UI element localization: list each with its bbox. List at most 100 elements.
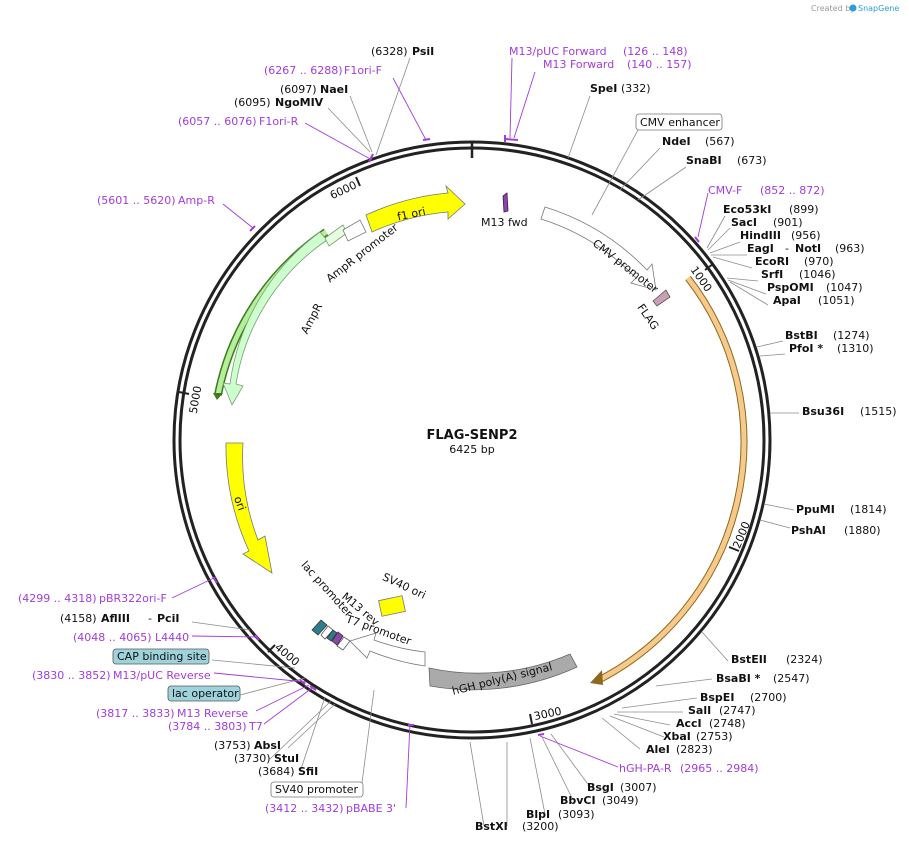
ampr-label: AmpR [298, 301, 325, 336]
primer-amp-r-coord: (5601 .. 5620) [97, 194, 176, 207]
site-bsu36i-coord: (1515) [860, 405, 897, 418]
flag-feature [652, 289, 671, 307]
primer-cmv-f-coord: (852 .. 872) [760, 184, 825, 197]
primer-leaders [171, 57, 709, 809]
primer-m13-rev-name: M13 Reverse [177, 707, 248, 720]
sv40promoter-arrow-feature [349, 632, 426, 667]
site-absi-coord: (3753) [214, 739, 251, 752]
site-ecori-coord: (970) [804, 255, 834, 268]
site-xbai-coord: (2753) [696, 730, 733, 743]
site-blpi-coord: (3093) [558, 808, 595, 821]
primer-t7-name: T7 [248, 720, 263, 733]
primer-m13puc-fwd-name: M13/pUC Forward [509, 45, 607, 58]
site-ppumi-coord: (1814) [850, 503, 887, 516]
primer-pbabe3-coord: (3412 .. 3432) [265, 802, 344, 815]
site-alei-name: AleI [646, 743, 670, 756]
site-eco53ki-coord: (899) [789, 203, 819, 216]
primer-pbabe3-name: pBABE 3' [346, 802, 396, 815]
primer-amp-r-name: Amp-R [178, 194, 215, 207]
site-pcii-name: PciI [157, 612, 179, 625]
f1ori-label: f1 ori [396, 205, 427, 224]
cap-site-label: CAP binding site [117, 650, 207, 663]
site-sali-name: SalI [688, 704, 711, 717]
site-pshai-name: PshAI [791, 524, 826, 537]
m13fwd-feature [502, 192, 509, 213]
site-ndei-name: NdeI [662, 135, 691, 148]
sv40ori-feature [378, 595, 406, 617]
site-ngomiv-name: NgoMIV [275, 96, 324, 109]
site-snabi-coord: (673) [737, 154, 767, 167]
site-pspomi-name: PspOMI [767, 281, 814, 294]
site-ndei-coord: (567) [705, 135, 735, 148]
site-hindiii-coord: (956) [791, 229, 821, 242]
ampr-feature [222, 231, 328, 406]
primer-pbr322-coord: (4299 .. 4318) [18, 592, 97, 605]
primer-pbr322-name: pBR322ori-F [99, 592, 167, 605]
site-alei-coord: (2823) [676, 743, 713, 756]
primer-m13-fwd-coord: (140 .. 157) [627, 58, 692, 71]
cmv-promoter-feature [540, 206, 657, 291]
site-sfii-coord: (3684) [258, 765, 295, 778]
site-eagi-name: EagI [747, 242, 774, 255]
ampr-promoter-arrow [342, 219, 367, 242]
site-apai-name: ApaI [773, 294, 801, 307]
plasmid-size: 6425 bp [449, 443, 494, 456]
primer-m13puc-rev-coord: (3830 .. 3852) [32, 669, 111, 682]
primer-f1ori-f-coord: (6267 .. 6288) [264, 64, 343, 77]
primer-cmv-f-name: CMV-F [708, 184, 742, 197]
site-bsteii-name: BstEII [731, 653, 767, 666]
cap-site-box [112, 648, 210, 665]
sv40-promoter-box [270, 781, 364, 798]
site-stui-name: StuI [274, 752, 299, 765]
site-bspei-coord: (2700) [750, 691, 787, 704]
site-srfi-name: SrfI [761, 268, 783, 281]
site-pfoi-coord: (1310) [837, 342, 874, 355]
primer-marks [212, 135, 700, 736]
site-bsteii-coord: (2324) [786, 653, 823, 666]
tick-3000: 3000 [533, 705, 563, 724]
primer-f1ori-r-coord: (6057 .. 6076) [178, 115, 257, 128]
site-hindiii-name: HindIII [740, 229, 781, 242]
senp2-orf-arc [595, 276, 747, 684]
site-bsgi-name: BsgI [587, 781, 614, 794]
site-spei-coord: (332) [621, 82, 651, 95]
site-saci-coord: (901) [773, 216, 803, 229]
cmv-enhancer-label: CMV enhancer [640, 116, 720, 129]
site-eagi-dash: - [785, 242, 789, 255]
site-pshai-coord: (1880) [844, 524, 881, 537]
site-bsabi-name: BsaBI * [716, 672, 761, 685]
site-pspomi-coord: (1047) [826, 281, 863, 294]
site-bstbi-name: BstBI [785, 329, 818, 342]
snapgene-logo-icon [849, 4, 857, 12]
site-bsabi-coord: (2547) [773, 672, 810, 685]
site-bstbi-coord: (1274) [833, 329, 870, 342]
primer-m13-rev-coord: (3817 .. 3833) [96, 707, 175, 720]
site-spei-name: SpeI [590, 82, 617, 95]
site-bbvci-name: BbvCI [560, 794, 596, 807]
site-naei-name: NaeI [320, 83, 348, 96]
site-bstxi-name: BstXI [475, 820, 508, 833]
cmv-enhancer-box [635, 113, 723, 131]
hgh-polya-feature [428, 653, 578, 691]
ampr-arrowhead [213, 393, 223, 400]
site-stui-coord: (3730) [234, 752, 271, 765]
f1ori-feature [365, 184, 466, 233]
primer-l4440-coord: (4048 .. 4065) [73, 631, 152, 644]
site-sali-coord: (2747) [719, 704, 756, 717]
site-saci-name: SacI [731, 216, 757, 229]
site-naei-coord: (6097) [280, 83, 317, 96]
primer-m13-fwd-name: M13 Forward [543, 58, 614, 71]
sv40-promoter-label: SV40 promoter [275, 783, 359, 796]
site-acci-coord: (2748) [709, 717, 746, 730]
site-bstxi-coord: (3200) [522, 820, 559, 833]
site-eagi-coord: (963) [835, 242, 865, 255]
site-afliii-dash: - [148, 612, 152, 625]
ori-feature [225, 442, 273, 574]
site-pfoi-name: PfoI * [789, 342, 823, 355]
site-noti-name: NotI [795, 242, 821, 255]
site-afliii-coord: (4158) [60, 612, 97, 625]
site-psii-coord: (6328) [371, 45, 408, 58]
lac-operator-box [167, 685, 241, 702]
primer-f1ori-r-name: F1ori-R [259, 115, 299, 128]
